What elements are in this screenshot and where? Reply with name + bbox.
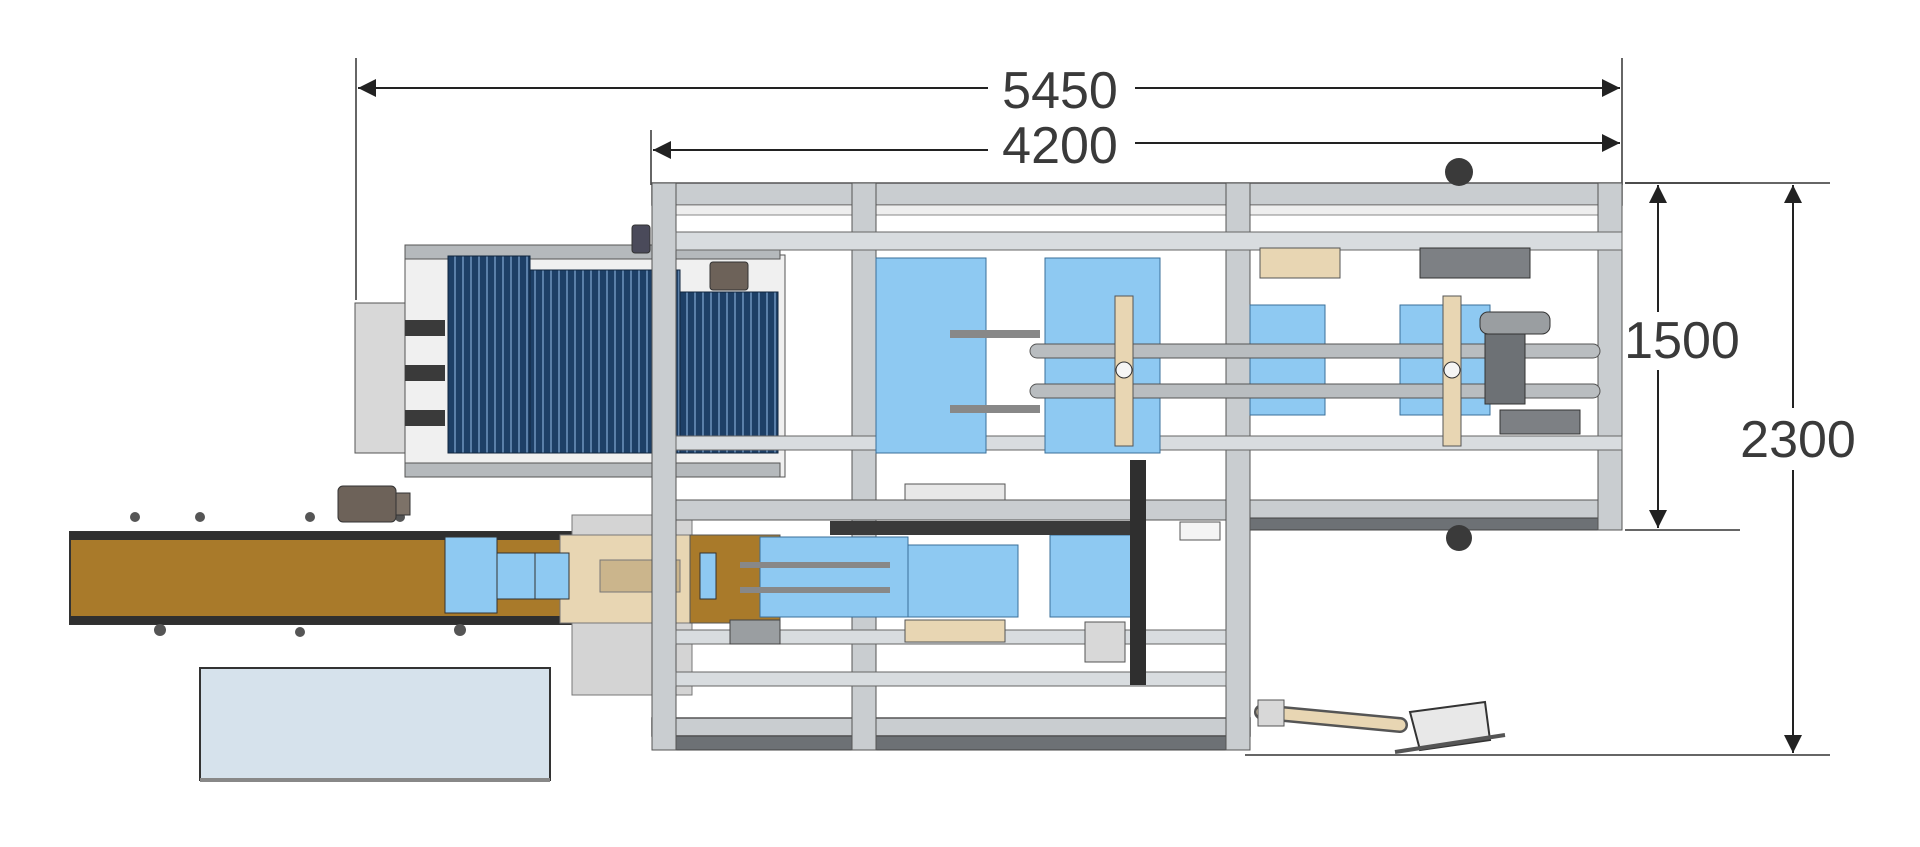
dimension-frame-length: 4200 [650,117,1620,185]
gear-wheel-top [1445,158,1473,186]
dimension-overall-length: 5450 [355,58,1623,300]
side-table [199,667,551,782]
drive-unit [1259,247,1581,435]
conveyor-motor [337,485,411,523]
overall-length-label: 5450 [1002,62,1118,120]
upper-width-label: 1500 [1624,312,1740,370]
outfeed-arm [1254,699,1506,754]
dimension-overall-width: 2300 [1245,182,1856,756]
dimension-upper-width: 1500 [1624,182,1740,531]
gear-wheel-bottom [1446,525,1472,551]
chain-conveyor-upper [1029,295,1601,447]
lower-actuators [729,619,1126,663]
product-cartons-infeed [444,536,717,614]
carton-transfer [740,460,1221,685]
overall-width-label: 2300 [1740,411,1856,469]
frame-length-label: 4200 [1002,117,1118,175]
